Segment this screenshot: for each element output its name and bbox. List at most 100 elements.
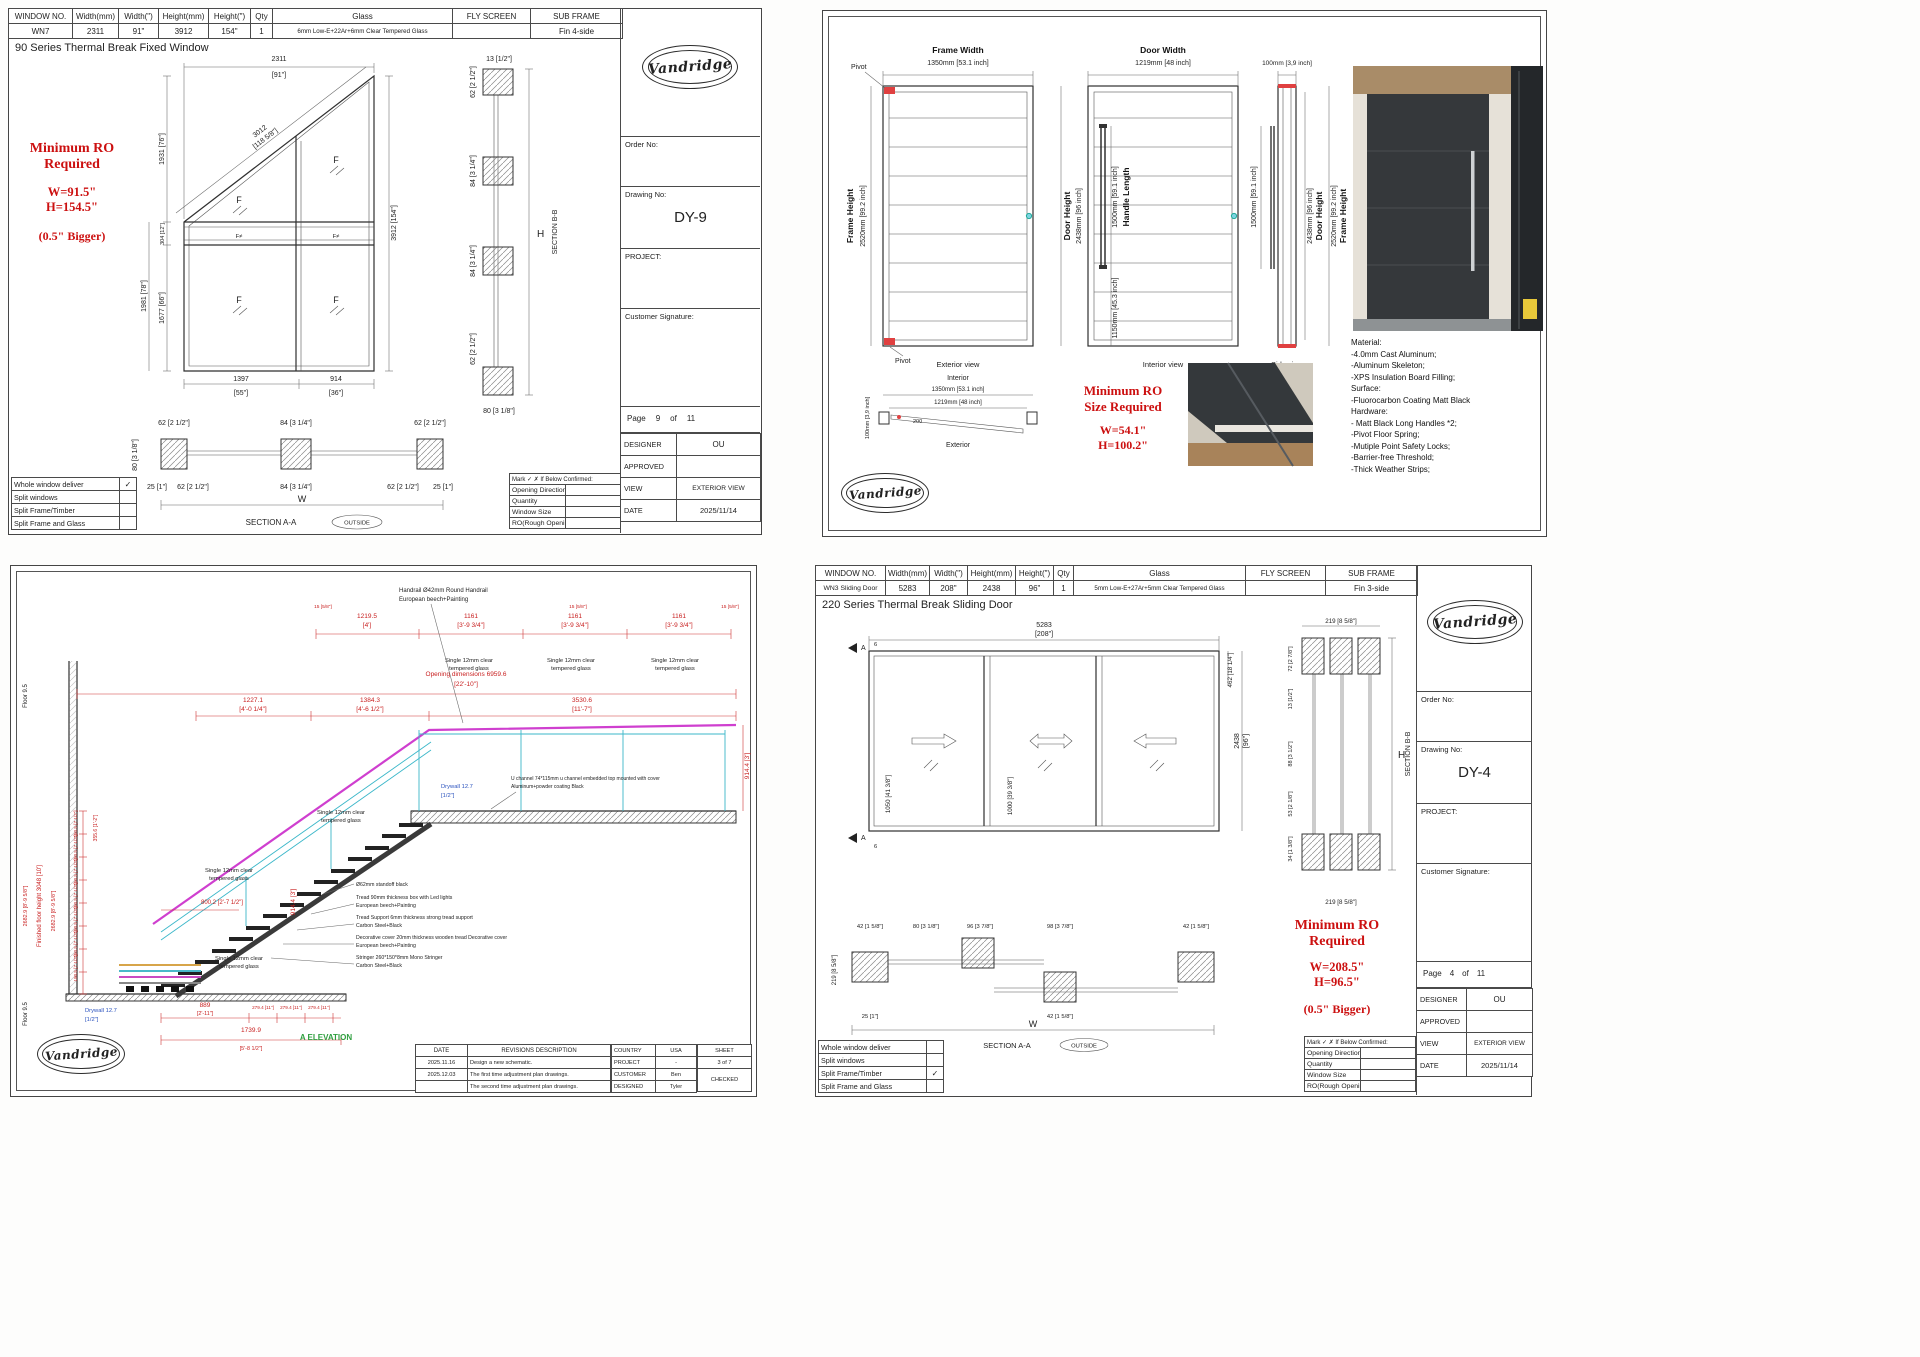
dim-label: [3'-9 3/4"] xyxy=(457,622,485,629)
dim-label: 62 [2 1/2"] xyxy=(387,484,419,491)
dim-label: 462 [18 1/4"] xyxy=(1227,652,1234,687)
field-label: PROJECT: xyxy=(1421,807,1458,816)
pivot-marker xyxy=(1278,344,1296,348)
field-label: DESIGNER xyxy=(1416,988,1467,1011)
col-header: Qty xyxy=(1053,565,1074,581)
height-var-label: H xyxy=(537,229,544,240)
dim-label: 279.4 [11"] xyxy=(252,1005,274,1010)
material-line: -Aluminum Skeleton; xyxy=(1351,361,1425,370)
field-label: PROJECT: xyxy=(625,252,662,261)
section-cut-letter: A xyxy=(861,835,866,842)
sheet-label: SHEET xyxy=(697,1044,752,1057)
glass-label: tempered glass xyxy=(321,818,361,824)
dim-label: [208"] xyxy=(1035,631,1053,638)
dim-label: 80 [3 1/8"] xyxy=(132,439,139,471)
dim-label: [2'-11"] xyxy=(197,1011,214,1017)
dy4-elevation-drawing: 5283 [208"] A 6 A 6 462 [18 1/4"] 2438 [… xyxy=(848,622,1250,850)
glass-label: Single 12mm clear xyxy=(445,658,493,664)
handle-length-value: 1500mm [59.1 inch] xyxy=(1112,166,1119,228)
glass-label: tempered glass xyxy=(449,666,489,672)
order-no-field: Order No: xyxy=(1417,692,1532,742)
frame-height-label: Frame Height xyxy=(1338,189,1348,243)
dim-bottom: 1397 [55"] 914 [36"] xyxy=(183,376,375,397)
view-value: EXTERIOR VIEW xyxy=(676,477,761,500)
fixed-panel-label: F xyxy=(333,295,339,305)
dim-label: 15 [5/8"] xyxy=(314,604,332,610)
fixed-panel-label: F xyxy=(236,195,242,205)
ro-line: Minimum RO xyxy=(29,141,115,156)
material-notes: Material: -4.0mm Cast Aluminum; -Aluminu… xyxy=(1351,337,1545,475)
date-value: 2025/11/14 xyxy=(1466,1054,1533,1077)
brand-name: Vandridge xyxy=(44,1044,118,1064)
interior-view-label: Interior view xyxy=(1143,360,1184,369)
project-field: PROJECT: xyxy=(621,249,760,309)
structure xyxy=(65,661,737,1002)
confirm-check-cell xyxy=(1359,1047,1416,1059)
field-label: DESIGNER xyxy=(620,433,677,456)
dim-label: 34 [1 3/8"] xyxy=(1288,836,1294,862)
drywall-label: Drywall 12.7 xyxy=(441,784,473,790)
note-line: Tread 90mm thickness box with Led lights xyxy=(356,895,453,901)
rev-header: REVISIONS DESCRIPTION xyxy=(467,1044,611,1057)
dim-label: 42 [1 5/8"] xyxy=(857,924,884,930)
option-label: Split Frame/Timber xyxy=(818,1066,927,1080)
rev-field-value: - xyxy=(655,1056,697,1069)
glass-label: tempered glass xyxy=(219,964,259,970)
drawing-no-field: Drawing No: DY-4 xyxy=(1417,742,1532,804)
pivot-marker xyxy=(884,338,895,345)
ro-line: H=100.2" xyxy=(1098,438,1148,452)
slide-arrow xyxy=(911,733,957,749)
note-line: Stringer 260*150*8mm Mono Stringer xyxy=(356,955,443,961)
view-value: EXTERIOR VIEW xyxy=(1466,1032,1533,1055)
band-panel-label: F≠ xyxy=(333,234,340,240)
col-header: FLY SCREEN xyxy=(1245,565,1326,581)
dim-top: 2311 [91"] xyxy=(183,56,375,219)
sheet-dy9-fixed-window: WINDOW NO.Width(mm)Width(")Height(mm)Hei… xyxy=(8,8,762,535)
col-header: Height(mm) xyxy=(967,565,1016,581)
ro-line: (0.5" Bigger) xyxy=(38,229,106,243)
rev-desc: The second time adjustment plan drawings… xyxy=(467,1080,611,1093)
col-header: Qty xyxy=(250,8,273,24)
confirm-row-label: Window Size xyxy=(1304,1069,1361,1081)
ro-line: H=154.5" xyxy=(46,200,98,214)
approved-value xyxy=(676,455,761,478)
note-line: European beech+Painting xyxy=(399,597,468,603)
option-label: Split windows xyxy=(11,490,120,504)
exterior-view-drawing: Frame Width 1350mm [53.1 inch] Frame Hei… xyxy=(845,45,1034,369)
dim-label: 80 [3 1/8"] xyxy=(483,408,515,415)
dim-label: 15 [5/8"] xyxy=(721,604,739,610)
option-label: Split windows xyxy=(818,1053,927,1067)
dim-label: 1000 [39 3/8"] xyxy=(1007,777,1014,816)
glass-label: Single 12mm clear xyxy=(547,658,595,664)
dim-label: 914.4 [3'] xyxy=(290,889,297,916)
door-width-value: 1219mm [48 inch] xyxy=(1135,60,1191,67)
dim-label: 72 [2 7/8"] xyxy=(1288,646,1294,672)
material-line: Material: xyxy=(1351,338,1382,347)
dy4-confirm-table: Mark ✓ ✗ If Below Confirmed: Opening Dir… xyxy=(1304,1036,1416,1092)
dim-label: 1161 xyxy=(464,613,478,620)
opening-dim-label: Opening dimensions 6959.6 xyxy=(426,671,507,678)
fixed-panel-label: F xyxy=(333,155,339,165)
col-header: WINDOW NO. xyxy=(815,565,886,581)
section-aa-label: SECTION A-A xyxy=(983,1041,1031,1050)
signature-field: Customer Signature: xyxy=(1417,864,1532,962)
dim-label: 914.4 [3'] xyxy=(744,753,751,780)
spec-cell: 1 xyxy=(1053,580,1074,596)
material-line: -Pivot Floor Spring; xyxy=(1351,430,1420,439)
field-label: Order No: xyxy=(1421,695,1454,704)
dim-label: 279.4 [11"] xyxy=(308,1005,330,1010)
drywall-label: [1/2"] xyxy=(85,1017,99,1023)
option-check-cell: ✓ xyxy=(119,477,137,491)
riser-dim: 190.5 [7 1/2"] xyxy=(73,834,78,861)
option-check-cell xyxy=(926,1053,944,1067)
section-aa-label: SECTION A-A xyxy=(246,518,297,527)
col-header: SUB FRAME xyxy=(1325,565,1418,581)
floor-label: Floor 9.5 xyxy=(23,1002,29,1026)
confirm-check-cell xyxy=(1359,1080,1416,1092)
dim-label: 1677 [66"] xyxy=(159,292,166,324)
spec-cell: 91" xyxy=(118,23,159,39)
rev-field-value: USA xyxy=(655,1044,697,1057)
dy4-spec-table: WINDOW NO.Width(mm)Width(")Height(mm)Hei… xyxy=(815,565,1418,596)
dim-label: [3'-9 3/4"] xyxy=(561,622,589,629)
